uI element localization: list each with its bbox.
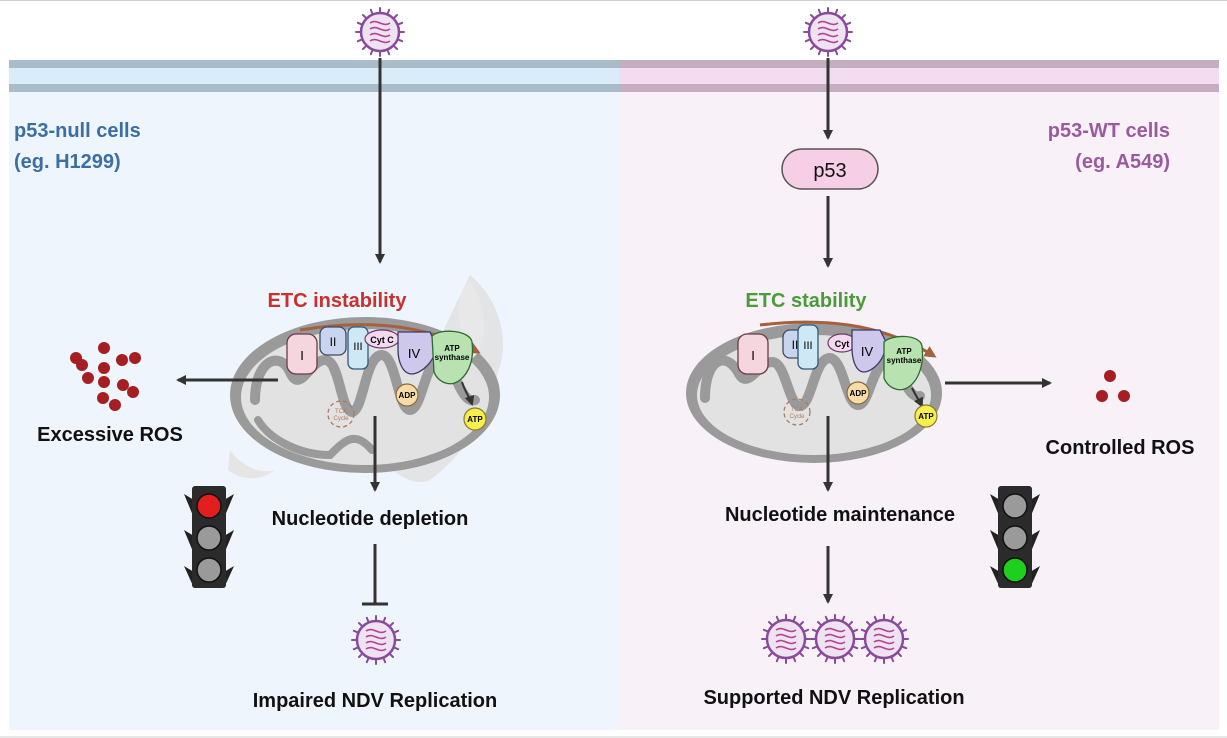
left-atp	[463, 407, 487, 431]
right-adp	[846, 381, 870, 405]
right-green-light	[1002, 557, 1028, 583]
right-traffic-light	[990, 486, 1040, 588]
virus-icon-right-bottom-3	[858, 613, 910, 665]
left-complex-III-label: III	[353, 341, 362, 353]
left-complex-IV-label: IV	[408, 346, 421, 361]
right-adp-label: ADP	[850, 389, 868, 398]
left-complex-I	[286, 333, 318, 375]
left-complex-II-label: II	[330, 335, 337, 349]
virus-icon-right-top	[802, 6, 854, 58]
left-atp-synthase-label-2: synthase	[435, 353, 470, 362]
left-adp	[395, 383, 419, 407]
virus-icon-left-top	[354, 6, 406, 58]
left-complex-I-label: I	[300, 348, 304, 363]
left-tca-label-1: TCA	[335, 409, 347, 415]
left-cell-example: (eg. H1299)	[14, 151, 121, 173]
etc-stability-label: ETC stability	[745, 290, 867, 312]
controlled-ros-dots	[1096, 370, 1130, 402]
right-tca-label-2: Cycle	[789, 414, 805, 420]
right-atp-synthase-label-1: ATP	[896, 347, 912, 356]
right-complex-II-label: II	[792, 338, 799, 352]
left-adp-label: ADP	[399, 391, 417, 400]
right-cell-example: (eg. A549)	[1075, 151, 1170, 173]
left-red-light	[196, 493, 222, 519]
virus-icon-right-bottom-2	[809, 613, 861, 665]
left-tca-label-2: Cycle	[333, 416, 349, 422]
excessive-ros-label: Excessive ROS	[37, 424, 183, 446]
left-atp-synthase-label-1: ATP	[444, 344, 460, 353]
right-tca-label-1: TCA	[791, 407, 803, 413]
right-atp-label: ATP	[918, 412, 934, 421]
right-atp-arrow	[911, 387, 923, 408]
left-atp-synthase	[431, 330, 474, 385]
right-tca-icon	[783, 398, 811, 426]
virus-icon-right-bottom-1	[760, 613, 812, 665]
right-complex-IV-label: IV	[861, 344, 874, 359]
left-complex-III	[347, 326, 369, 370]
virus-icon-left-bottom	[350, 614, 402, 666]
excessive-ros-dots	[70, 342, 141, 411]
controlled-ros-label: Controlled ROS	[1046, 437, 1195, 459]
p53-box	[781, 148, 879, 190]
nucleotide-depletion-label: Nucleotide depletion	[272, 508, 469, 530]
right-complex-I	[737, 333, 769, 375]
left-membrane	[9, 60, 619, 92]
right-atp-synthase	[883, 335, 924, 391]
left-cytc-label: Cyt C	[370, 335, 394, 345]
left-complex-II	[319, 326, 347, 356]
right-atp-synthase-label-2: synthase	[887, 356, 922, 365]
right-cell-type: p53-WT cells	[1048, 120, 1170, 142]
right-complex-I-label: I	[751, 348, 755, 363]
right-cytc-label: Cyt	[835, 339, 850, 349]
right-complex-III-label: III	[803, 340, 812, 352]
supported-replication-label: Supported NDV Replication	[703, 687, 964, 709]
etc-instability-label: ETC instability	[268, 290, 408, 312]
right-membrane	[619, 60, 1219, 92]
left-cell-type: p53-null cells	[14, 120, 141, 142]
right-complex-III	[797, 324, 819, 370]
left-atp-arrow	[461, 381, 475, 406]
nucleotide-maintenance-label: Nucleotide maintenance	[725, 504, 955, 526]
impaired-replication-label: Impaired NDV Replication	[253, 690, 498, 712]
p53-label: p53	[813, 160, 846, 182]
left-tca-icon	[327, 400, 355, 428]
right-atp	[914, 404, 938, 428]
left-traffic-light	[184, 486, 234, 588]
left-atp-label: ATP	[467, 415, 483, 424]
